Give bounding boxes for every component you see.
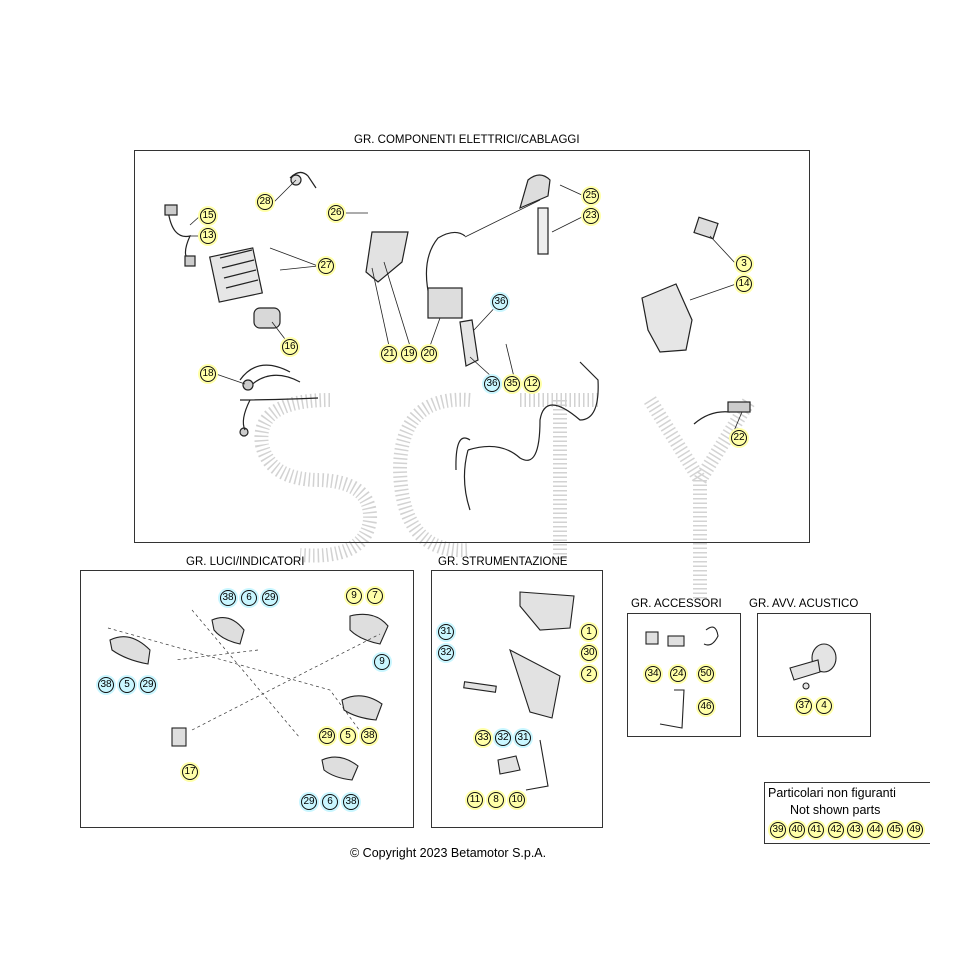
instruments-group-frame — [431, 570, 603, 828]
part-callout[interactable]: 5 — [119, 677, 135, 693]
part-callout[interactable]: 29 — [140, 677, 156, 693]
watermark-logo — [254, 392, 756, 600]
part-callout[interactable]: 3 — [736, 256, 752, 272]
part-callout[interactable]: 2 — [581, 666, 597, 682]
part-callout[interactable]: 18 — [200, 366, 216, 382]
accessories-group-title: GR. ACCESSORI — [631, 598, 722, 610]
part-callout[interactable]: 50 — [698, 666, 714, 682]
accessories-parts-art — [645, 626, 719, 729]
part-callout[interactable]: 31 — [438, 624, 454, 640]
part-callout[interactable]: 40 — [789, 822, 805, 838]
part-callout[interactable]: 6 — [322, 794, 338, 810]
horn-part-art — [789, 643, 837, 690]
part-callout[interactable]: 49 — [907, 822, 923, 838]
not-shown-title-it: Particolari non figuranti — [768, 786, 896, 800]
part-callout[interactable]: 7 — [367, 588, 383, 604]
part-callout[interactable]: 21 — [381, 346, 397, 362]
instruments-parts-art — [463, 591, 575, 791]
part-callout[interactable]: 35 — [504, 376, 520, 392]
part-callout[interactable]: 45 — [887, 822, 903, 838]
horn-group-frame — [757, 613, 871, 737]
part-callout[interactable]: 36 — [484, 376, 500, 392]
part-callout[interactable]: 16 — [282, 339, 298, 355]
part-callout[interactable]: 31 — [515, 730, 531, 746]
part-callout[interactable]: 17 — [182, 764, 198, 780]
part-callout[interactable]: 1 — [581, 624, 597, 640]
part-callout[interactable]: 26 — [328, 205, 344, 221]
copyright-notice: © Copyright 2023 Betamotor S.p.A. — [350, 846, 547, 860]
electrical-group-title: GR. COMPONENTI ELETTRICI/CABLAGGI — [354, 134, 580, 146]
accessories-group-frame — [627, 613, 741, 737]
part-callout[interactable]: 13 — [200, 228, 216, 244]
part-callout[interactable]: 39 — [770, 822, 786, 838]
part-callout[interactable]: 41 — [808, 822, 824, 838]
part-callout[interactable]: 15 — [200, 208, 216, 224]
part-callout[interactable]: 32 — [495, 730, 511, 746]
part-callout[interactable]: 19 — [401, 346, 417, 362]
part-callout[interactable]: 34 — [645, 666, 661, 682]
horn-group-title: GR. AVV. ACUSTICO — [749, 598, 859, 610]
part-callout[interactable]: 29 — [301, 794, 317, 810]
part-callout[interactable]: 23 — [583, 208, 599, 224]
part-callout[interactable]: 6 — [241, 590, 257, 606]
part-callout[interactable]: 33 — [475, 730, 491, 746]
part-callout[interactable]: 24 — [670, 666, 686, 682]
part-callout[interactable]: 9 — [346, 588, 362, 604]
not-shown-title-en: Not shown parts — [790, 803, 881, 817]
part-callout[interactable]: 37 — [796, 698, 812, 714]
lights-group-title: GR. LUCI/INDICATORI — [186, 556, 305, 568]
part-callout[interactable]: 14 — [736, 276, 752, 292]
lights-leader-lines — [107, 609, 381, 743]
part-callout[interactable]: 38 — [98, 677, 114, 693]
part-callout[interactable]: 8 — [488, 792, 504, 808]
part-callout[interactable]: 46 — [698, 699, 714, 715]
electrical-parts-art — [164, 171, 751, 511]
part-callout[interactable]: 11 — [467, 792, 483, 808]
instruments-group-title: GR. STRUMENTAZIONE — [438, 556, 568, 568]
part-callout[interactable]: 38 — [361, 728, 377, 744]
part-callout[interactable]: 44 — [867, 822, 883, 838]
part-callout[interactable]: 32 — [438, 645, 454, 661]
part-callout[interactable]: 4 — [816, 698, 832, 714]
part-callout[interactable]: 30 — [581, 645, 597, 661]
part-callout[interactable]: 42 — [828, 822, 844, 838]
part-callout[interactable]: 29 — [319, 728, 335, 744]
electrical-group-frame — [134, 150, 810, 543]
part-callout[interactable]: 27 — [318, 258, 334, 274]
part-callout[interactable]: 22 — [731, 430, 747, 446]
part-callout[interactable]: 38 — [343, 794, 359, 810]
part-callout[interactable]: 36 — [492, 294, 508, 310]
part-callout[interactable]: 29 — [262, 590, 278, 606]
part-callout[interactable]: 25 — [583, 188, 599, 204]
part-callout[interactable]: 9 — [374, 654, 390, 670]
part-callout[interactable]: 38 — [220, 590, 236, 606]
part-callout[interactable]: 20 — [421, 346, 437, 362]
electrical-leader-lines — [189, 179, 743, 439]
lights-group-frame — [80, 570, 414, 828]
part-callout[interactable]: 10 — [509, 792, 525, 808]
part-callout[interactable]: 12 — [524, 376, 540, 392]
lights-parts-art — [109, 613, 389, 781]
part-callout[interactable]: 43 — [847, 822, 863, 838]
part-callout[interactable]: 5 — [340, 728, 356, 744]
part-callout[interactable]: 28 — [257, 194, 273, 210]
